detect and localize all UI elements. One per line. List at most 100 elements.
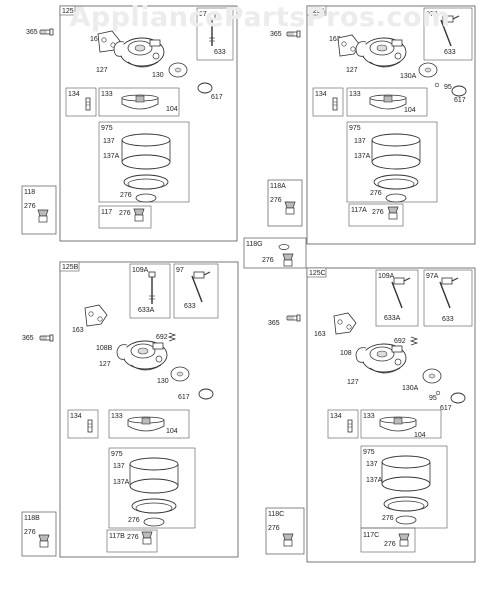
jet-icon <box>398 533 410 547</box>
group-118c: 118C 276 <box>265 507 305 555</box>
jet-icon <box>133 208 145 222</box>
sub-label: 117C <box>363 532 379 539</box>
needle-valve-icon <box>440 15 460 47</box>
jet-icon <box>141 531 153 545</box>
callout: 130 <box>152 72 164 79</box>
group-label: 125C <box>309 270 326 277</box>
disc-icon <box>170 366 190 382</box>
callout: 163 <box>72 327 84 334</box>
callout: 365 <box>22 335 34 342</box>
callout: 104 <box>166 428 178 435</box>
disc-icon <box>168 62 188 78</box>
callout: 108 <box>340 350 352 357</box>
sub-label: 117 <box>101 209 112 216</box>
screw-icon <box>286 314 301 322</box>
callout: 95 <box>429 395 437 402</box>
float-icon <box>121 94 159 110</box>
callout: 276 <box>119 210 131 217</box>
float-icon <box>127 416 165 432</box>
pin-icon <box>347 419 353 433</box>
callout: 365 <box>270 31 282 38</box>
callout: 617 <box>178 394 190 401</box>
callout: 130 <box>157 378 169 385</box>
callout: 137A <box>354 153 371 160</box>
callout: 137 <box>354 138 366 145</box>
group-label: 118 <box>24 189 35 196</box>
needle-valve-icon <box>439 277 459 309</box>
sub-label: 134 <box>70 413 82 420</box>
callout: 137A <box>103 153 120 160</box>
sub-label: 117B <box>109 533 125 540</box>
group-125c: 125C 109A 633A 97A 633 365 163 108 692 1… <box>268 267 476 563</box>
callout: 633 <box>444 49 456 56</box>
carburetor-icon <box>355 37 407 68</box>
pin-icon <box>332 97 338 111</box>
o-ring-icon <box>198 388 214 400</box>
jet-icon <box>38 534 50 548</box>
o-ring-icon <box>450 392 466 404</box>
sub-label: 134 <box>330 413 342 420</box>
callout: 276 <box>370 190 382 197</box>
callout: 127 <box>347 379 359 386</box>
callout: 163 <box>90 36 102 43</box>
gasket-icon <box>84 304 108 327</box>
sub-label: 134 <box>68 91 80 98</box>
needle-valve-icon <box>148 271 156 305</box>
sub-label: 109A <box>378 273 395 280</box>
callout: 95 <box>444 84 452 91</box>
screw-icon <box>39 334 54 342</box>
callout: 276 <box>270 197 282 204</box>
fuel-bowl-icon <box>129 457 179 527</box>
group-label: 125A <box>309 8 326 15</box>
group-118b: 118B 276 <box>21 511 57 557</box>
o-ring-icon <box>197 82 213 94</box>
sub-label: 133 <box>349 91 361 98</box>
sub-label: 975 <box>101 125 113 132</box>
group-118: 118 276 <box>21 185 57 235</box>
group-label: 118B <box>24 515 40 522</box>
callout: 276 <box>372 209 384 216</box>
callout: 276 <box>262 257 274 264</box>
group-125-frame <box>59 5 238 242</box>
callout: 130A <box>402 385 419 392</box>
needle-valve-icon <box>391 277 411 309</box>
group-125a: 125A 97A 633 365 163 127 130A 95 617 134… <box>270 5 476 245</box>
callout: 163 <box>314 331 326 338</box>
screw-icon <box>39 28 54 36</box>
callout: 137A <box>366 477 383 484</box>
callout: 127 <box>99 361 111 368</box>
callout: 276 <box>24 529 36 536</box>
sub-label: 975 <box>363 449 375 456</box>
float-icon <box>369 94 407 110</box>
callout: 617 <box>440 405 452 412</box>
callout: 127 <box>346 67 358 74</box>
callout: 276 <box>268 525 280 532</box>
jet-icon <box>284 201 296 215</box>
needle-valve-icon <box>208 13 216 47</box>
callout: 633A <box>384 315 401 322</box>
carburetor-icon <box>116 340 168 371</box>
callout: 633A <box>138 307 155 314</box>
callout: 692 <box>156 334 168 341</box>
group-label: 118A <box>270 183 286 190</box>
callout: 633 <box>214 49 226 56</box>
sub-label: 134 <box>315 91 327 98</box>
sub-label: 97 <box>199 11 207 18</box>
group-label: 118C <box>268 511 284 518</box>
sub-label: 109A <box>132 267 149 274</box>
sub-label: 133 <box>363 413 375 420</box>
jet-icon <box>282 533 294 547</box>
callout: 137 <box>366 461 378 468</box>
callout: 633 <box>184 303 196 310</box>
callout: 127 <box>96 67 108 74</box>
callout: 137A <box>113 479 130 486</box>
callout: 104 <box>414 432 426 439</box>
fuel-bowl-icon <box>381 455 431 525</box>
callout: 276 <box>120 192 132 199</box>
callout: 276 <box>127 534 139 541</box>
callout: 617 <box>454 97 466 104</box>
callout: 633 <box>442 316 454 323</box>
carburetor-icon <box>355 343 407 374</box>
callout: 163 <box>329 36 341 43</box>
